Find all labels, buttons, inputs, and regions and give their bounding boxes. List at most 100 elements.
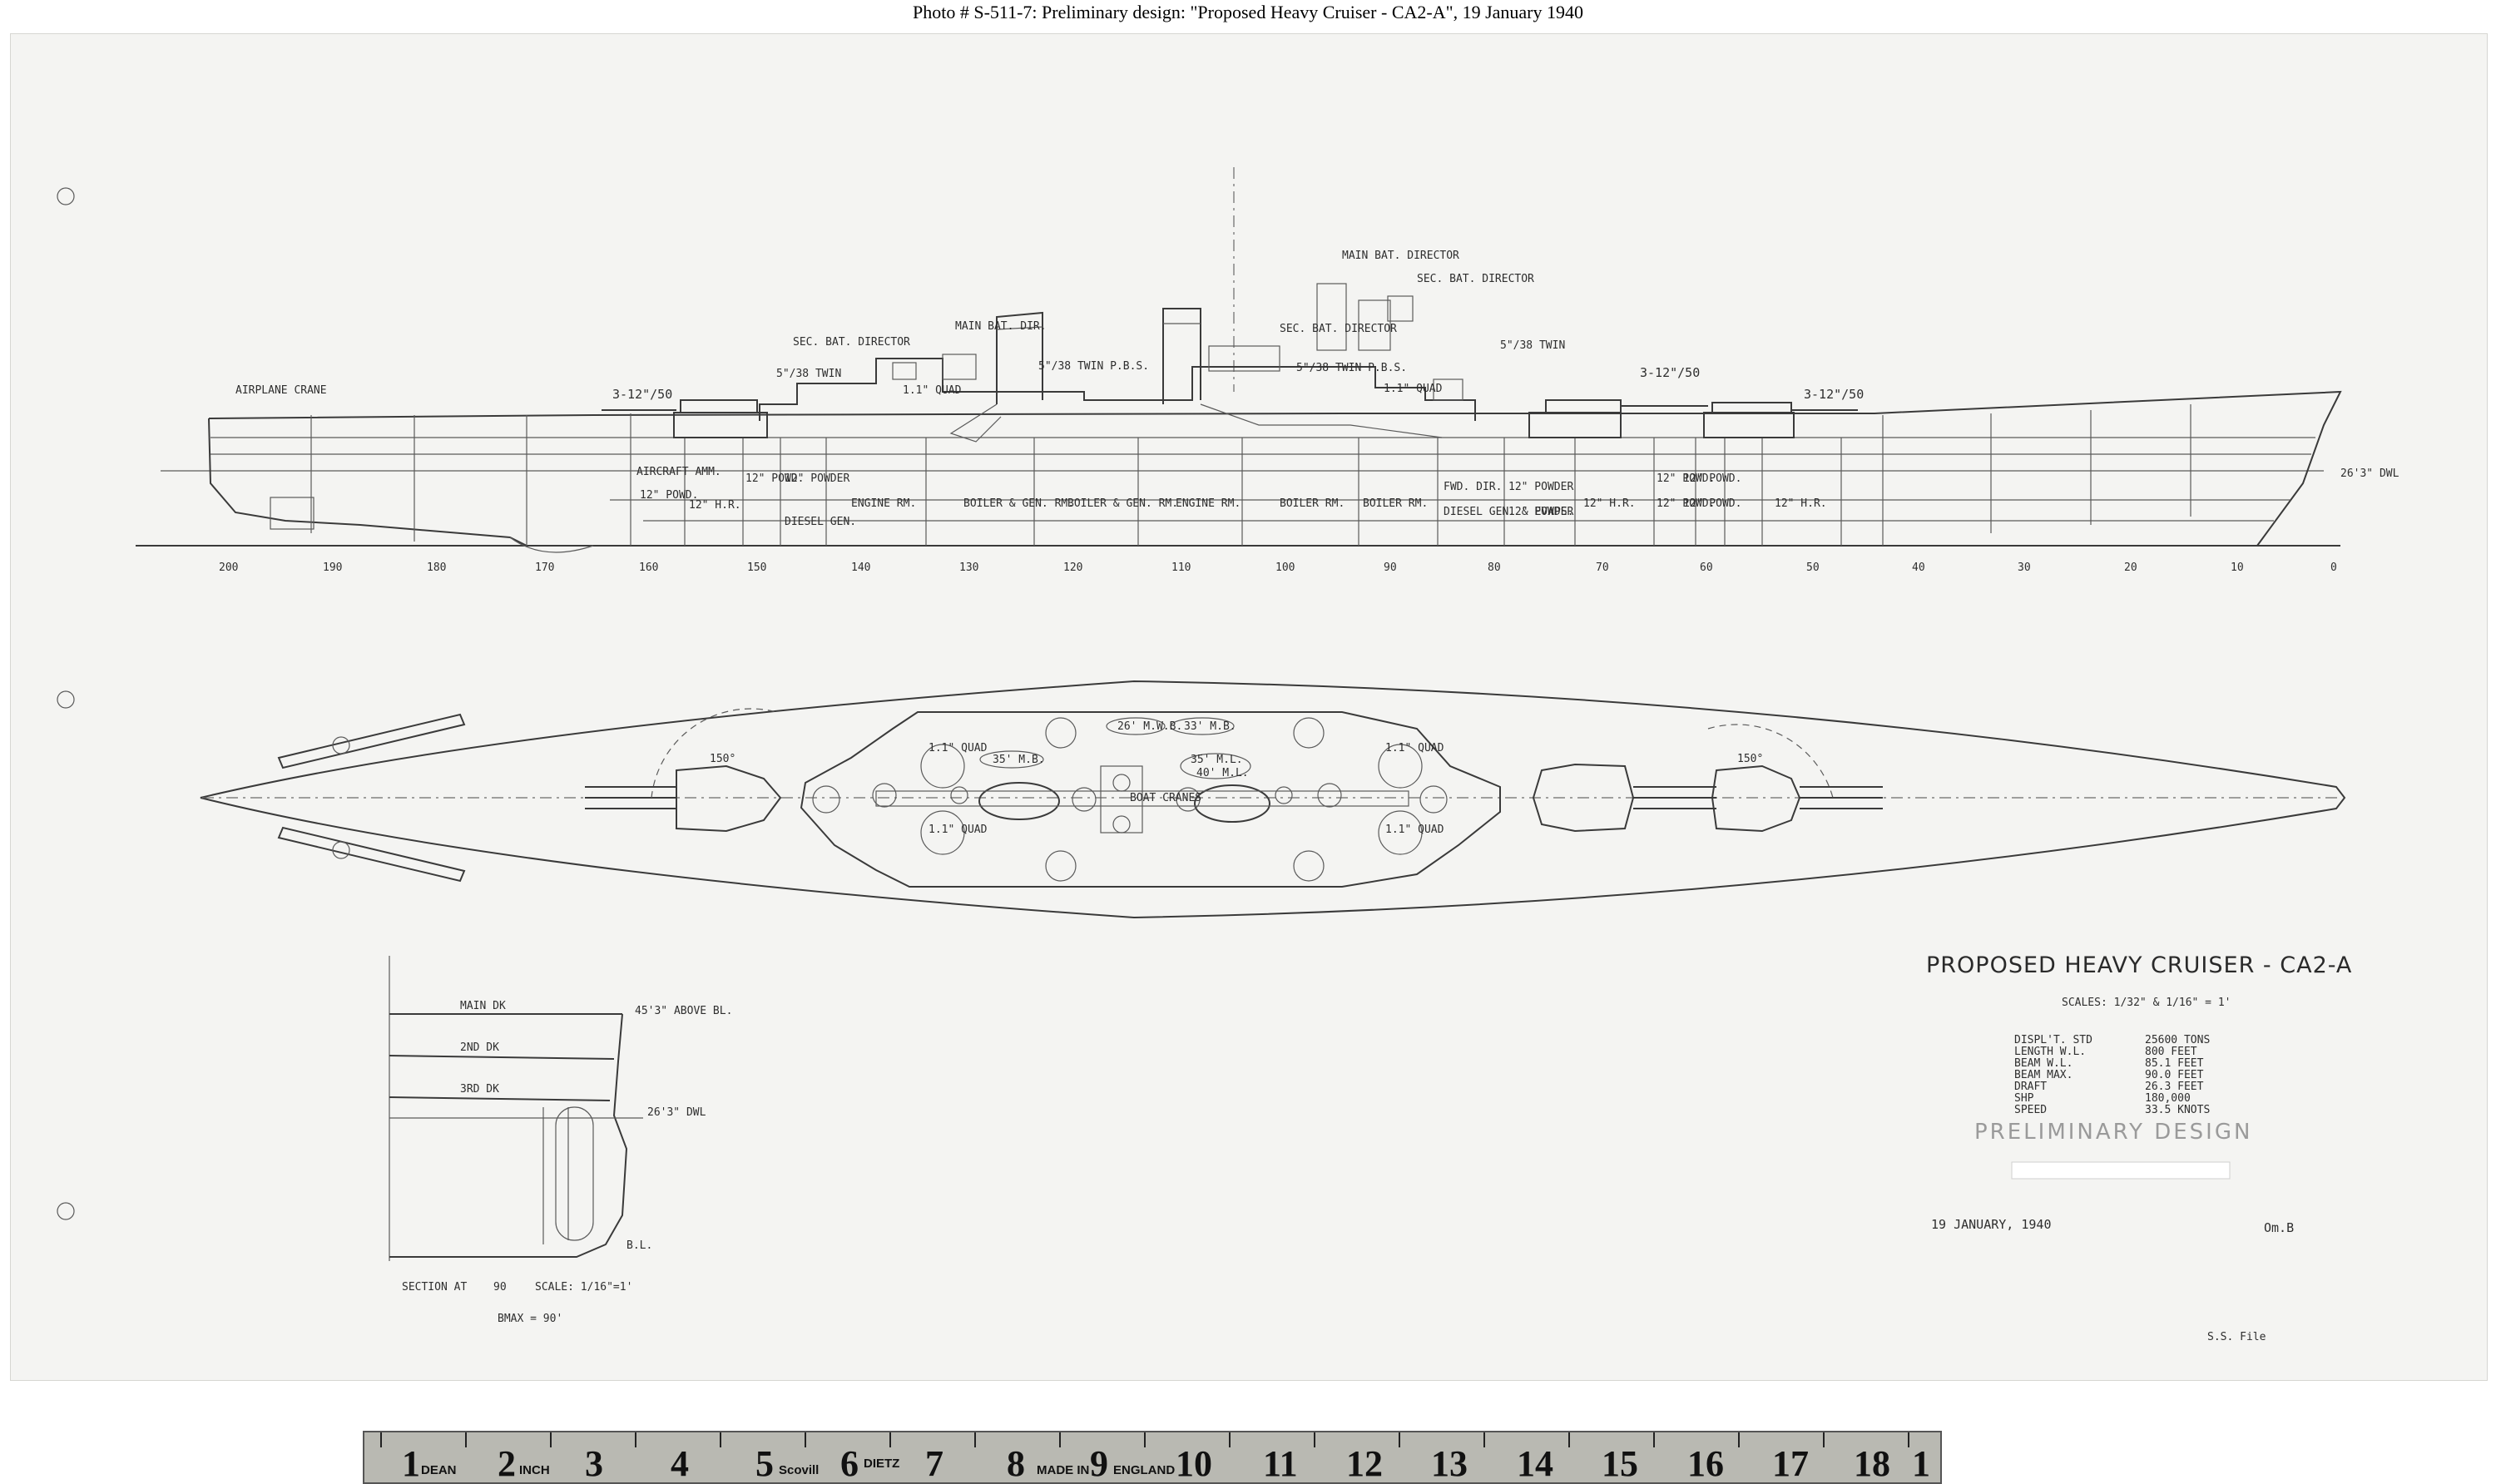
compartment-label: ENGINE RM. xyxy=(1176,497,1241,510)
twin-538-pbs-2-label: 5"/38 TWIN P.B.S. xyxy=(1296,362,1407,374)
compartment-labels: AIRCRAFT AMM. 12" POWD. 12" H.R. 12" POW… xyxy=(636,466,1827,528)
sec-battery-director-fwd-label: SEC. BAT. DIRECTOR xyxy=(1280,323,1397,335)
ruler-brand: ENGLAND xyxy=(1113,1463,1175,1477)
title-block: PROPOSED HEAVY CRUISER - CA2-A SCALES: 1… xyxy=(1926,952,2351,1343)
spec-label: DISPL'T. STD xyxy=(2014,1034,2092,1046)
turret-aft-label: 3-12"/50 xyxy=(612,387,672,402)
ruler-number: 1 xyxy=(1912,1443,1930,1482)
ruler-graphic: 1 2 3 4 5 6 7 8 9 10 11 12 13 14 15 16 1… xyxy=(380,1432,1930,1482)
profile-labels: AIRPLANE CRANE MAIN BAT. DIRECTOR SEC. B… xyxy=(235,250,2399,480)
compartment-label: 12" POWD. xyxy=(1657,497,1715,510)
frame-number: 130 xyxy=(959,561,978,574)
quad-3-label: 1.1" QUAD xyxy=(1385,742,1444,754)
drawing-initials: Om.B xyxy=(2264,1220,2294,1235)
compartment-label: 12" POWDER xyxy=(1508,481,1573,493)
ruler-number: 8 xyxy=(1007,1443,1025,1482)
frame-number: 180 xyxy=(427,561,446,574)
compartment-label: 12" POWD. xyxy=(1683,497,1741,510)
midship-section xyxy=(389,956,643,1261)
compartment-label: 12" POWD. xyxy=(1657,472,1715,485)
quad-11-2-label: 1.1" QUAD xyxy=(1384,383,1443,395)
frame-number: 50 xyxy=(1806,561,1820,574)
arc-fwd-label: 150° xyxy=(1737,753,1763,765)
drawing-sheet: AIRPLANE CRANE MAIN BAT. DIRECTOR SEC. B… xyxy=(10,33,2488,1381)
ruler-number: 1 xyxy=(402,1443,420,1482)
ruler-number: 3 xyxy=(585,1443,603,1482)
boat-33-label: 33' M.B. xyxy=(1184,720,1236,733)
frame-number: 110 xyxy=(1171,561,1191,574)
frame-number: 30 xyxy=(2018,561,2031,574)
boat-35-label: 35' M.B. xyxy=(993,754,1045,766)
ruler-number: 9 xyxy=(1090,1443,1108,1482)
ruler-number: 11 xyxy=(1263,1443,1298,1482)
ruler-number: 14 xyxy=(1517,1443,1553,1482)
section-station: 90 xyxy=(493,1281,507,1294)
ruler-brand: DIETZ xyxy=(864,1457,899,1471)
ruler-number: 4 xyxy=(671,1443,689,1482)
photo-caption: Photo # S-511-7: Preliminary design: "Pr… xyxy=(913,2,1583,22)
twin-538-right-label: 5"/38 TWIN xyxy=(1500,339,1565,352)
main-battery-director-label: MAIN BAT. DIRECTOR xyxy=(1342,250,1459,262)
quad-11-1-label: 1.1" QUAD xyxy=(903,384,962,397)
frame-number: 160 xyxy=(639,561,658,574)
compartment-label: 12" H.R. xyxy=(1583,497,1636,510)
compartment-label: 12" H.R. xyxy=(689,499,741,512)
preliminary-design-stamp: PRELIMINARY DESIGN xyxy=(1974,1120,2252,1145)
compartment-label: 12" POWDER xyxy=(1508,506,1573,518)
frame-number: 80 xyxy=(1488,561,1501,574)
compartment-label: AIRCRAFT AMM. xyxy=(636,466,721,478)
file-note: S.S. File xyxy=(2207,1331,2266,1343)
boat-35ml-label: 35' M.L. xyxy=(1191,754,1243,766)
blank-label-strip xyxy=(2011,1161,2231,1180)
frame-number: 0 xyxy=(2330,561,2337,574)
plan-labels: 150° 150° 1.1" QUAD 1.1" QUAD 1.1" QUAD … xyxy=(710,720,1763,836)
compartment-label: 12" H.R. xyxy=(1775,497,1827,510)
ruler-brand: Scovill xyxy=(779,1463,819,1477)
compartment-label: BOILER RM. xyxy=(1363,497,1428,510)
spec-value: 180,000 xyxy=(2145,1092,2191,1105)
airplane-crane-label: AIRPLANE CRANE xyxy=(235,384,327,397)
ruler-number: 7 xyxy=(925,1443,943,1482)
ruler-brand: INCH xyxy=(519,1463,550,1477)
ruler-number: 12 xyxy=(1346,1443,1383,1482)
ruler-number: 5 xyxy=(755,1443,774,1482)
twin-538-left-label: 5"/38 TWIN xyxy=(776,368,841,380)
spec-label: SHP xyxy=(2014,1092,2034,1105)
turret-fwd-1-label: 3-12"/50 xyxy=(1640,365,1700,380)
drawing-canvas: AIRPLANE CRANE MAIN BAT. DIRECTOR SEC. B… xyxy=(57,167,2399,1343)
punch-holes xyxy=(57,187,75,1220)
quad-2-label: 1.1" QUAD xyxy=(929,824,988,836)
frame-number: 70 xyxy=(1596,561,1609,574)
drawing-date: 19 JANUARY, 1940 xyxy=(1931,1217,2052,1232)
compartment-label: DIESEL GEN. & EVAPS. xyxy=(1444,506,1574,518)
compartment-label: 12" POWDER xyxy=(785,472,849,485)
dwl-label: 26'3" DWL xyxy=(2340,467,2399,480)
compartment-label: BOILER & GEN. RM. xyxy=(1067,497,1178,510)
sec-battery-director-label: SEC. BAT. DIRECTOR xyxy=(1417,273,1534,285)
compartment-label: DIESEL GEN. xyxy=(785,516,856,528)
ruler-number: 13 xyxy=(1431,1443,1468,1482)
ruler-number: 6 xyxy=(840,1443,859,1482)
frame-number: 190 xyxy=(323,561,342,574)
compartment-label: BOILER & GEN. RM. xyxy=(963,497,1074,510)
section-beam: BMAX = 90' xyxy=(498,1313,562,1325)
spec-value: 26.3 FEET xyxy=(2145,1081,2204,1093)
spec-value: 85.1 FEET xyxy=(2145,1057,2204,1070)
ruler-brand: DEAN xyxy=(421,1463,457,1477)
frame-number: 90 xyxy=(1384,561,1397,574)
section-scale: SCALE: 1/16"=1' xyxy=(535,1281,632,1294)
frame-number: 120 xyxy=(1063,561,1082,574)
frame-numbers: 200 190 180 170 160 150 140 130 120 110 … xyxy=(219,561,2337,574)
twin-538-pbs-1-label: 5"/38 TWIN P.B.S. xyxy=(1038,360,1149,373)
arc-aft-label: 150° xyxy=(710,753,735,765)
ruler-number: 16 xyxy=(1687,1443,1724,1482)
section-labels: MAIN DK 45'3" ABOVE BL. 2ND DK 3RD DK 26… xyxy=(402,1000,732,1325)
plan-view xyxy=(200,680,2346,919)
boat-cranes-label: BOAT CRANES xyxy=(1130,792,1201,804)
quad-1-label: 1.1" QUAD xyxy=(929,742,988,754)
profile-view xyxy=(136,167,2342,553)
frame-number: 170 xyxy=(535,561,554,574)
main-deck-note: 45'3" ABOVE BL. xyxy=(635,1005,732,1017)
frame-number: 200 xyxy=(219,561,238,574)
spec-label: DRAFT xyxy=(2014,1081,2047,1093)
